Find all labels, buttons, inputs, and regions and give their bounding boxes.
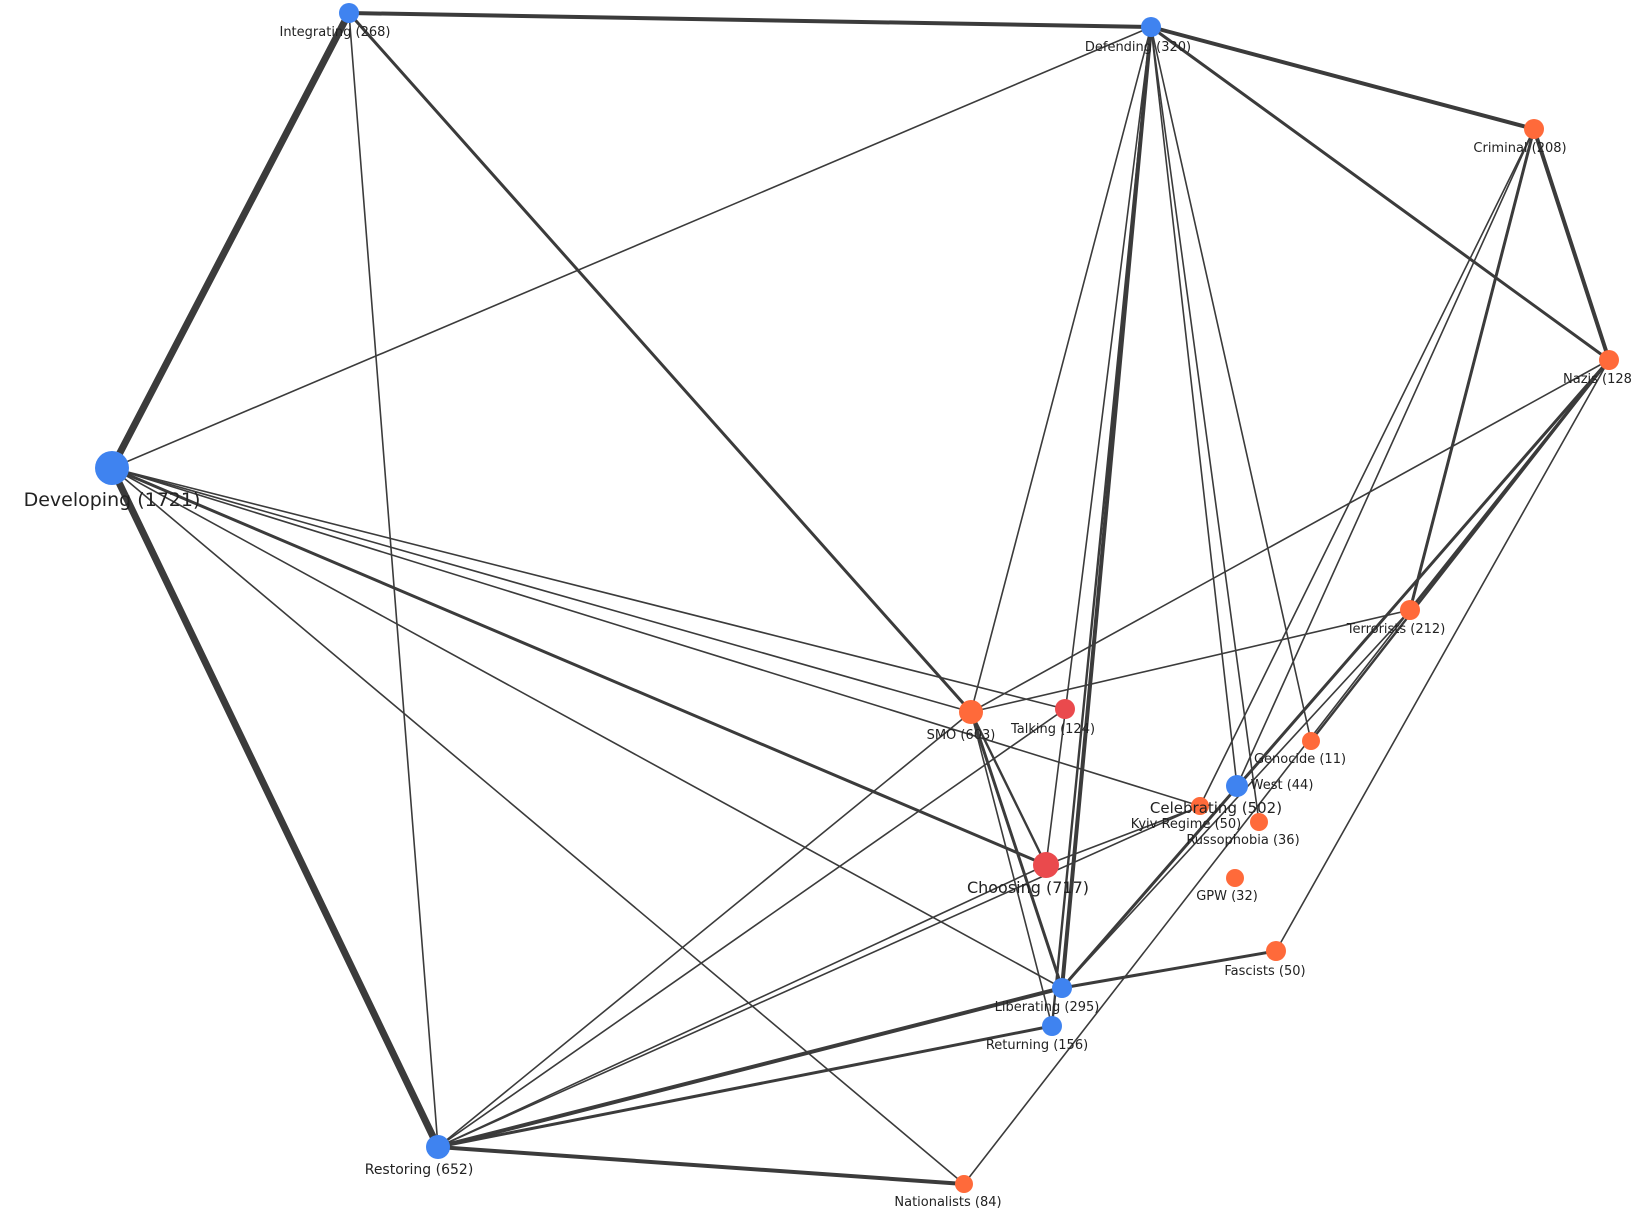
edge-liberating-restoring <box>436 986 1064 1149</box>
node-label-fascists: Fascists (50) <box>1224 964 1305 979</box>
edge-terrorists-smo <box>970 609 1411 713</box>
edge-developing-talking <box>111 467 1066 710</box>
edge-criminal-celebrating <box>1199 128 1535 807</box>
edge-developing-nationalists <box>111 467 965 1185</box>
edge-defending-nazis <box>1149 25 1611 362</box>
edge-developing-celebrating <box>111 467 1201 807</box>
graph-edges <box>108 9 1611 1186</box>
node-developing[interactable] <box>95 451 129 485</box>
edge-liberating-fascists <box>1060 949 1278 990</box>
node-label-criminal: Criminal (208) <box>1473 141 1566 156</box>
edge-choosing-kyiv <box>1045 811 1186 866</box>
node-talking[interactable] <box>1055 699 1075 719</box>
edge-developing-choosing <box>110 466 1048 867</box>
node-label-talking: Talking (124) <box>1010 722 1095 737</box>
edge-talking-restoring <box>437 708 1066 1148</box>
node-nazis[interactable] <box>1599 350 1619 370</box>
edge-defending-choosing <box>1045 26 1152 866</box>
node-label-smo: SMO (603) <box>927 728 996 743</box>
edge-restoring-nationalists <box>436 1145 966 1186</box>
node-label-developing: Developing (1721) <box>24 489 201 511</box>
node-fascists[interactable] <box>1266 941 1286 961</box>
node-celebrating[interactable] <box>1191 797 1209 815</box>
node-gpw[interactable] <box>1226 869 1244 887</box>
edge-choosing-restoring <box>437 864 1047 1148</box>
node-label-russophobia: Russophobia (36) <box>1186 833 1299 848</box>
node-integrating[interactable] <box>339 3 359 23</box>
node-label-choosing: Choosing (717) <box>967 878 1089 897</box>
node-label-nazis: Nazis (128) <box>1563 372 1633 387</box>
node-west[interactable] <box>1226 775 1248 797</box>
edge-returning-restoring <box>436 1024 1054 1149</box>
node-label-kyiv: Kyiv Regime (50) <box>1131 817 1242 832</box>
edge-terrorists-nationalists <box>963 609 1411 1185</box>
edge-defending-criminal <box>1149 25 1536 131</box>
edge-developing-liberating <box>111 467 1063 989</box>
node-choosing[interactable] <box>1033 852 1059 878</box>
edge-criminal-terrorists <box>1408 127 1536 612</box>
edge-nazis-liberating <box>1060 358 1611 990</box>
edge-developing-restoring <box>108 464 442 1151</box>
node-label-gpw: GPW (32) <box>1196 889 1258 904</box>
edge-defending-developing <box>111 26 1152 469</box>
edge-nazis-smo <box>970 359 1610 713</box>
node-defending[interactable] <box>1141 17 1161 37</box>
edge-integrating-restoring <box>348 12 439 1148</box>
node-returning[interactable] <box>1042 1016 1062 1036</box>
edge-terrorists-liberating <box>1061 609 1411 989</box>
graph-labels: Developing (1721) Integrating (268) Defend… <box>24 25 1633 1208</box>
node-russophobia[interactable] <box>1250 813 1268 831</box>
edge-criminal-nazis <box>1532 127 1611 362</box>
node-label-returning: Returning (156) <box>986 1038 1088 1053</box>
node-terrorists[interactable] <box>1400 600 1420 620</box>
edge-developing-smo <box>111 467 972 713</box>
node-label-liberating: Liberating (295) <box>995 1000 1100 1015</box>
node-smo[interactable] <box>959 700 983 724</box>
edge-defending-russophobia <box>1150 26 1260 823</box>
edge-celebrating-restoring <box>437 805 1201 1148</box>
edge-integrating-developing <box>108 9 353 472</box>
node-genocide[interactable] <box>1302 732 1320 750</box>
edge-smo-liberating <box>969 710 1064 990</box>
edge-nazis-terrorists <box>1408 358 1611 612</box>
node-label-genocide: Genocide (11) <box>1254 752 1346 767</box>
node-criminal[interactable] <box>1524 119 1544 139</box>
node-label-nationalists: Nationalists (84) <box>894 1195 1001 1208</box>
edge-nazis-fascists <box>1275 359 1610 952</box>
edge-defending-genocide <box>1150 26 1312 742</box>
node-label-integrating: Integrating (268) <box>279 25 390 40</box>
node-nationalists[interactable] <box>955 1175 973 1193</box>
edge-smo-choosing <box>969 710 1048 867</box>
edge-smo-restoring <box>437 711 972 1148</box>
node-liberating[interactable] <box>1052 978 1072 998</box>
node-restoring[interactable] <box>426 1135 450 1159</box>
node-label-defending: Defending (320) <box>1085 40 1191 55</box>
edge-criminal-west <box>1236 128 1535 787</box>
node-label-terrorists: Terrorists (212) <box>1346 622 1446 637</box>
node-label-restoring: Restoring (652) <box>365 1162 474 1178</box>
edge-defending-returning <box>1050 25 1153 1028</box>
edge-integrating-smo <box>347 11 973 714</box>
edge-integrating-defending <box>347 11 1153 29</box>
node-label-celebrating: Celebrating (502) <box>1150 799 1282 817</box>
graph-nodes <box>95 3 1619 1193</box>
node-label-west: West (44) <box>1251 778 1314 793</box>
edge-defending-west <box>1150 26 1238 787</box>
edge-defending-smo <box>970 26 1152 713</box>
